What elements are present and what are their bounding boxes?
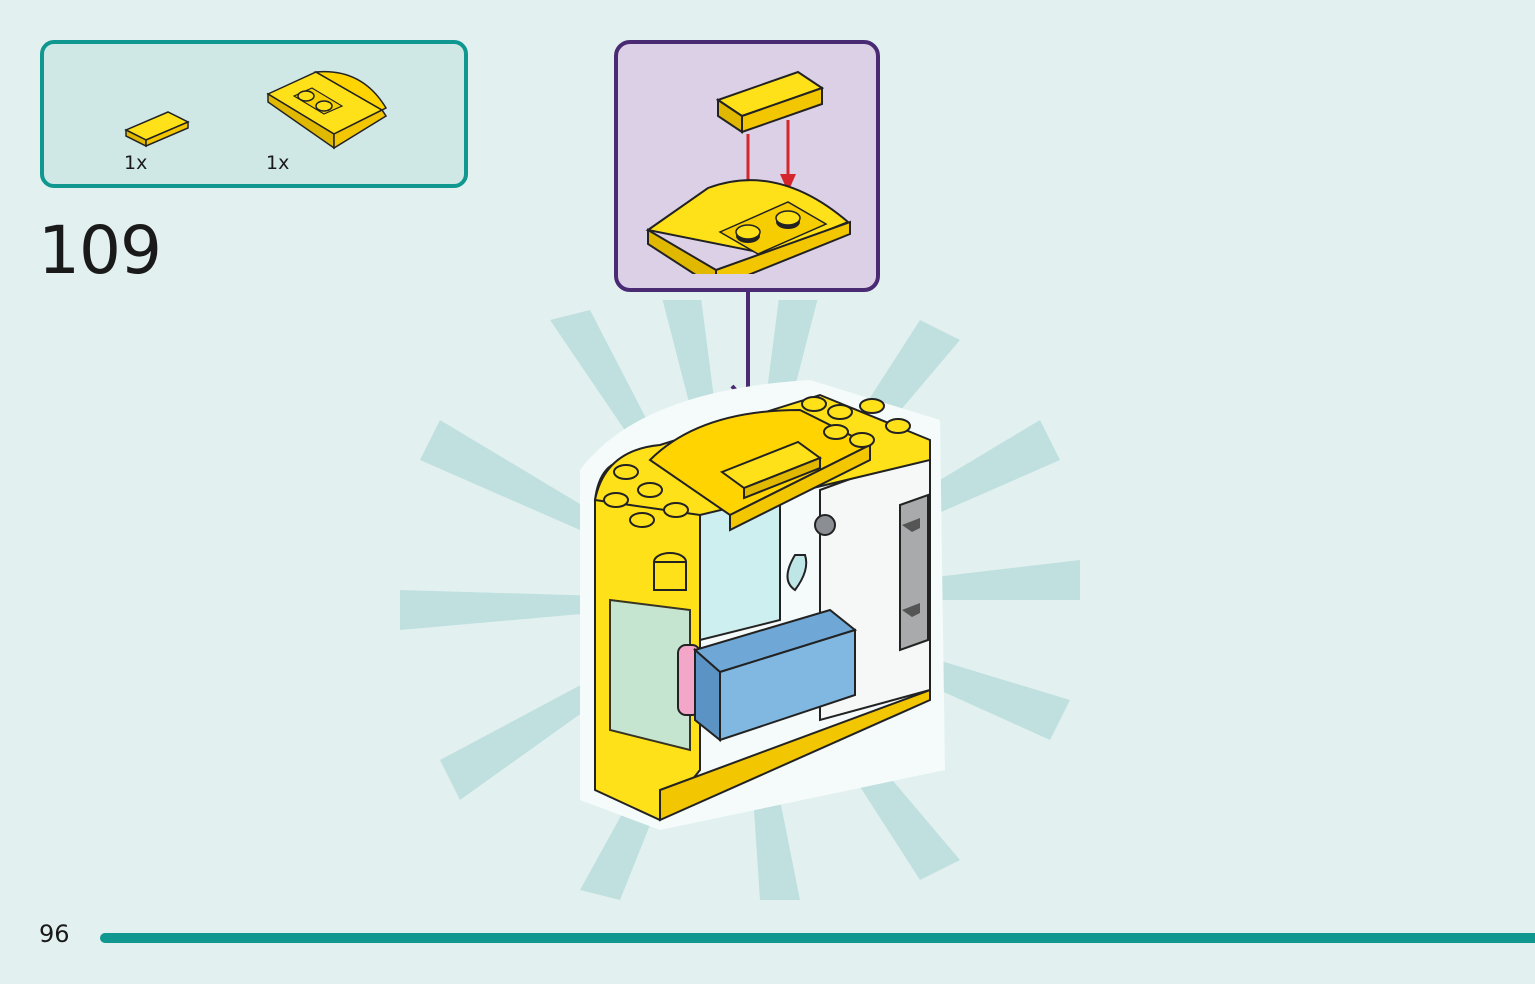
page-divider-bar: [100, 933, 1535, 943]
yellow-tile-icon: [124, 111, 190, 148]
stud-icon: [603, 396, 911, 528]
subassembly-diagram: [645, 70, 851, 274]
model-illustration: [400, 300, 1080, 900]
part-qty-slope: 1x: [266, 152, 290, 174]
parts-list-box: 1x 1x: [40, 40, 468, 188]
yellow-curved-slope-icon: [266, 70, 388, 150]
step-number: 109: [38, 212, 162, 289]
part-qty-tile: 1x: [124, 152, 148, 174]
subassembly-callout: [614, 40, 880, 292]
page-number: 96: [39, 920, 70, 948]
